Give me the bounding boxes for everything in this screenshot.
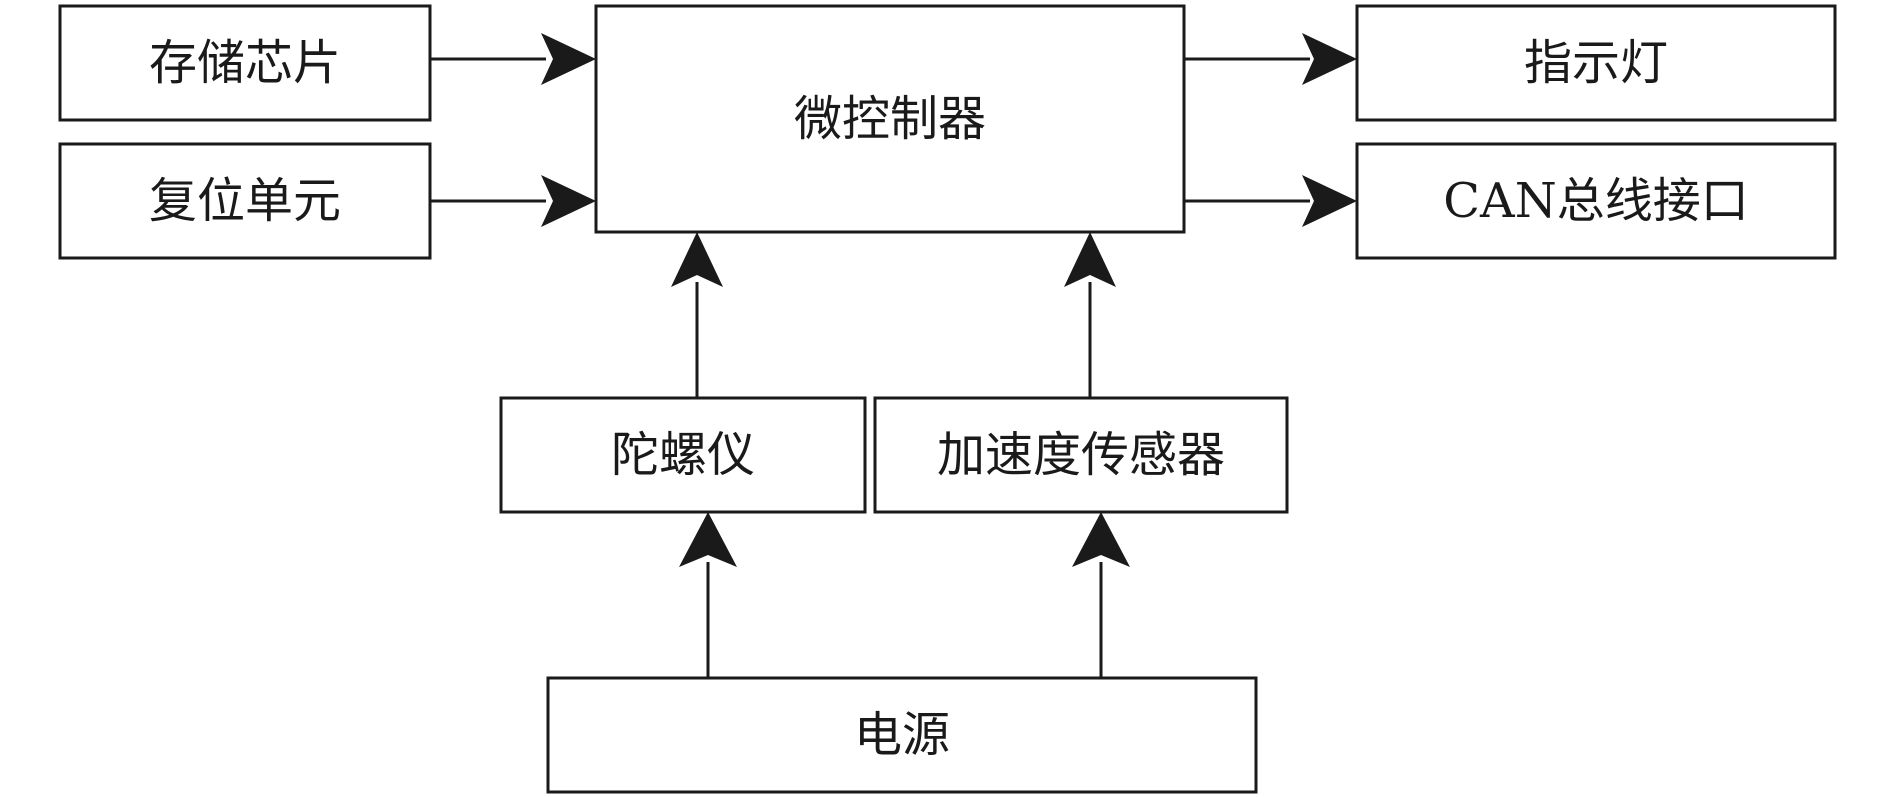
arrow-gyroscope-to-mcu <box>671 232 723 397</box>
arrow-power-to-accelerometer <box>1072 512 1130 677</box>
reset-unit-block: 复位单元 <box>58 142 432 260</box>
arrow-storage-to-mcu <box>431 33 596 85</box>
microcontroller-block: 微控制器 <box>594 4 1186 234</box>
arrow-accelerometer-to-mcu <box>1064 232 1116 397</box>
arrow-mcu-to-indicator <box>1185 33 1357 85</box>
storage-chip-label: 存储芯片 <box>149 35 341 91</box>
accelerometer-block: 加速度传感器 <box>873 396 1289 514</box>
indicator-light-block: 指示灯 <box>1355 4 1837 122</box>
storage-chip-block: 存储芯片 <box>58 4 432 122</box>
microcontroller-label: 微控制器 <box>794 91 986 147</box>
power-supply-block: 电源 <box>546 676 1258 794</box>
power-supply-label: 电源 <box>854 707 950 763</box>
gyroscope-label: 陀螺仪 <box>611 427 755 483</box>
arrow-reset-to-mcu <box>431 175 596 227</box>
arrow-mcu-to-can <box>1185 175 1357 227</box>
arrow-power-to-gyroscope <box>679 512 737 677</box>
indicator-light-label: 指示灯 <box>1524 35 1668 91</box>
can-interface-block: CAN总线接口 <box>1355 142 1837 260</box>
gyroscope-block: 陀螺仪 <box>499 396 867 514</box>
reset-unit-label: 复位单元 <box>149 173 341 229</box>
accelerometer-label: 加速度传感器 <box>937 427 1225 483</box>
can-interface-label: CAN总线接口 <box>1443 173 1748 229</box>
